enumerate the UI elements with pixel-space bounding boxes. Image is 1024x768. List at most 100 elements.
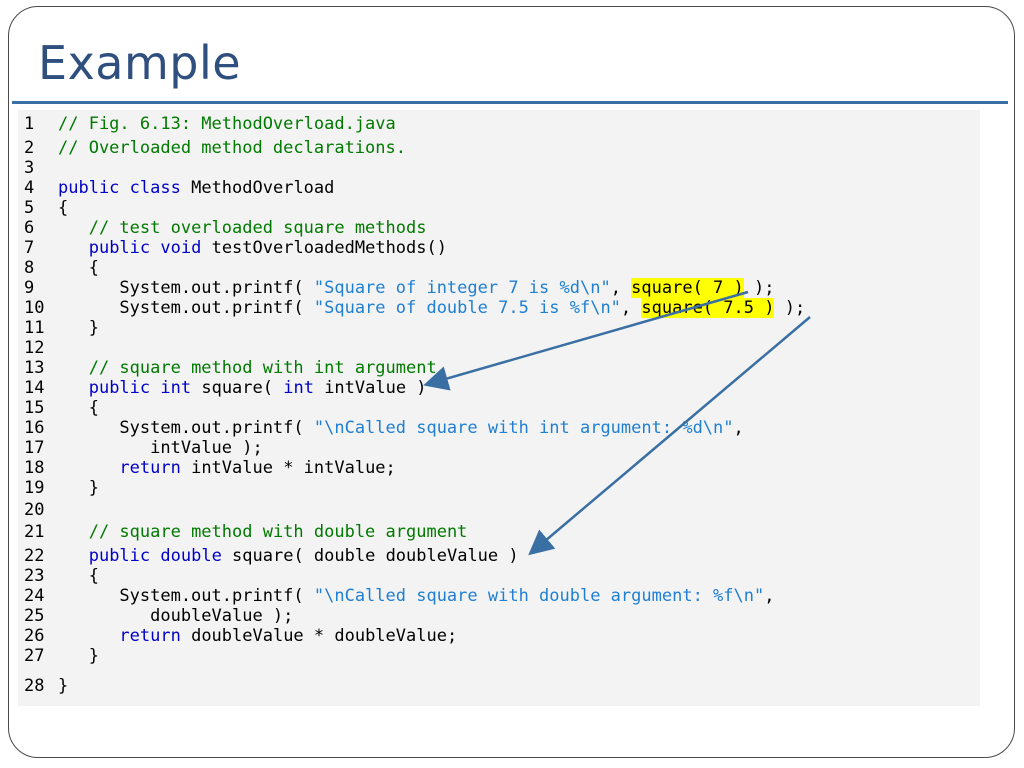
line-number: 19 bbox=[24, 478, 45, 498]
code-text: } bbox=[58, 676, 68, 696]
line-number: 17 bbox=[24, 438, 45, 458]
code-text: return intValue * intValue; bbox=[58, 458, 396, 478]
line-number: 27 bbox=[24, 646, 45, 666]
line-number: 9 bbox=[24, 278, 35, 298]
line-number: 1 bbox=[24, 114, 35, 134]
code-token-cmt: // Fig. 6.13: MethodOverload.java bbox=[58, 114, 396, 134]
code-token-cmt: // square method with double argument bbox=[88, 522, 468, 542]
line-number: 28 bbox=[24, 676, 45, 696]
code-token: System.out.printf( bbox=[58, 298, 314, 318]
code-text: } bbox=[58, 478, 99, 498]
line-number: 3 bbox=[24, 158, 35, 178]
line-number: 20 bbox=[24, 500, 45, 520]
code-text: public void testOverloadedMethods() bbox=[58, 238, 447, 258]
highlighted-call: square( 7 ) bbox=[631, 278, 744, 298]
line-number: 10 bbox=[24, 298, 45, 318]
code-token-str: "Square of double 7.5 is %f\n" bbox=[313, 298, 621, 318]
line-number: 25 bbox=[24, 606, 45, 626]
code-token: ); bbox=[774, 298, 806, 318]
code-token: } bbox=[58, 646, 99, 666]
code-token: } bbox=[58, 478, 99, 498]
code-token bbox=[58, 626, 119, 646]
line-number: 6 bbox=[24, 218, 35, 238]
code-text: } bbox=[58, 318, 99, 338]
line-number: 2 bbox=[24, 138, 35, 158]
code-token: System.out.printf( bbox=[58, 418, 314, 438]
code-token: intValue * intValue; bbox=[180, 458, 396, 478]
line-number: 5 bbox=[24, 198, 35, 218]
code-token bbox=[58, 218, 89, 238]
title-underline bbox=[12, 101, 1008, 104]
code-token: square( bbox=[191, 378, 284, 398]
code-text: public double square( double doubleValue… bbox=[58, 546, 519, 566]
code-token: { bbox=[58, 258, 99, 278]
code-token-cmt: // Overloaded method declarations. bbox=[58, 138, 406, 158]
code-token-cmt: // test overloaded square methods bbox=[88, 218, 427, 238]
code-text: System.out.printf( "\nCalled square with… bbox=[58, 418, 744, 438]
code-token-kw: public bbox=[58, 178, 120, 198]
line-number: 13 bbox=[24, 358, 45, 378]
code-token bbox=[150, 546, 160, 566]
code-token: doubleValue ); bbox=[58, 606, 294, 626]
code-token bbox=[58, 458, 119, 478]
code-token-kw: void bbox=[160, 238, 202, 258]
code-token bbox=[58, 522, 89, 542]
line-number: 23 bbox=[24, 566, 45, 586]
code-text: // test overloaded square methods bbox=[58, 218, 427, 238]
code-text: return doubleValue * doubleValue; bbox=[58, 626, 457, 646]
code-text: public class MethodOverload bbox=[58, 178, 334, 198]
code-token: } bbox=[58, 676, 69, 696]
highlighted-call: square( 7.5 ) bbox=[641, 298, 775, 318]
code-text: System.out.printf( "Square of double 7.5… bbox=[58, 298, 805, 318]
line-number: 21 bbox=[24, 522, 45, 542]
code-listing: 1 // Fig. 6.13: MethodOverload.java 2 // Ov… bbox=[18, 110, 980, 706]
code-token-kw: double bbox=[160, 546, 222, 566]
code-token: intValue ); bbox=[58, 438, 263, 458]
code-token: System.out.printf( bbox=[58, 586, 314, 606]
line-number: 12 bbox=[24, 338, 45, 358]
line-number: 18 bbox=[24, 458, 45, 478]
code-token: ); bbox=[743, 278, 775, 298]
code-text: public int square( int intValue ) bbox=[58, 378, 427, 398]
code-token-kw: public bbox=[88, 546, 151, 566]
code-token: { bbox=[58, 198, 69, 218]
code-text: // square method with double argument bbox=[58, 522, 468, 542]
code-token-kw: class bbox=[129, 178, 181, 198]
line-number: 8 bbox=[24, 258, 35, 278]
code-text: { bbox=[58, 258, 99, 278]
code-text: // Fig. 6.13: MethodOverload.java bbox=[58, 114, 396, 134]
code-text: // square method with int argument bbox=[58, 358, 437, 378]
slide-title: Example bbox=[38, 36, 242, 90]
code-token-kw: public bbox=[88, 238, 151, 258]
code-text: { bbox=[58, 398, 99, 418]
line-number: 4 bbox=[24, 178, 35, 198]
code-text: doubleValue ); bbox=[58, 606, 293, 626]
code-token bbox=[119, 178, 129, 198]
code-token: testOverloadedMethods() bbox=[201, 238, 447, 258]
code-text: System.out.printf( "Square of integer 7 … bbox=[58, 278, 774, 298]
line-number: 24 bbox=[24, 586, 45, 606]
code-token: System.out.printf( bbox=[58, 278, 314, 298]
code-token bbox=[150, 378, 160, 398]
code-token-cmt: // square method with int argument bbox=[88, 358, 437, 378]
code-token bbox=[58, 546, 89, 566]
code-text: { bbox=[58, 566, 99, 586]
code-text: } bbox=[58, 646, 99, 666]
code-token: , bbox=[733, 418, 744, 438]
line-number: 11 bbox=[24, 318, 45, 338]
code-token-str: "\nCalled square with double argument: %… bbox=[313, 586, 765, 606]
line-number: 22 bbox=[24, 546, 45, 566]
line-number: 7 bbox=[24, 238, 35, 258]
code-token-kw: public bbox=[88, 378, 151, 398]
code-token: intValue ) bbox=[313, 378, 427, 398]
line-number: 14 bbox=[24, 378, 45, 398]
code-text: intValue ); bbox=[58, 438, 263, 458]
code-token-str: "\nCalled square with int argument: %d\n… bbox=[313, 418, 734, 438]
code-token-kw: return bbox=[119, 626, 181, 646]
code-token-kw: return bbox=[119, 458, 181, 478]
code-token: } bbox=[58, 318, 99, 338]
code-token: square( double doubleValue ) bbox=[221, 546, 519, 566]
code-token: MethodOverload bbox=[180, 178, 335, 198]
code-token-str: "Square of integer 7 is %d\n" bbox=[313, 278, 611, 298]
code-token bbox=[58, 238, 89, 258]
